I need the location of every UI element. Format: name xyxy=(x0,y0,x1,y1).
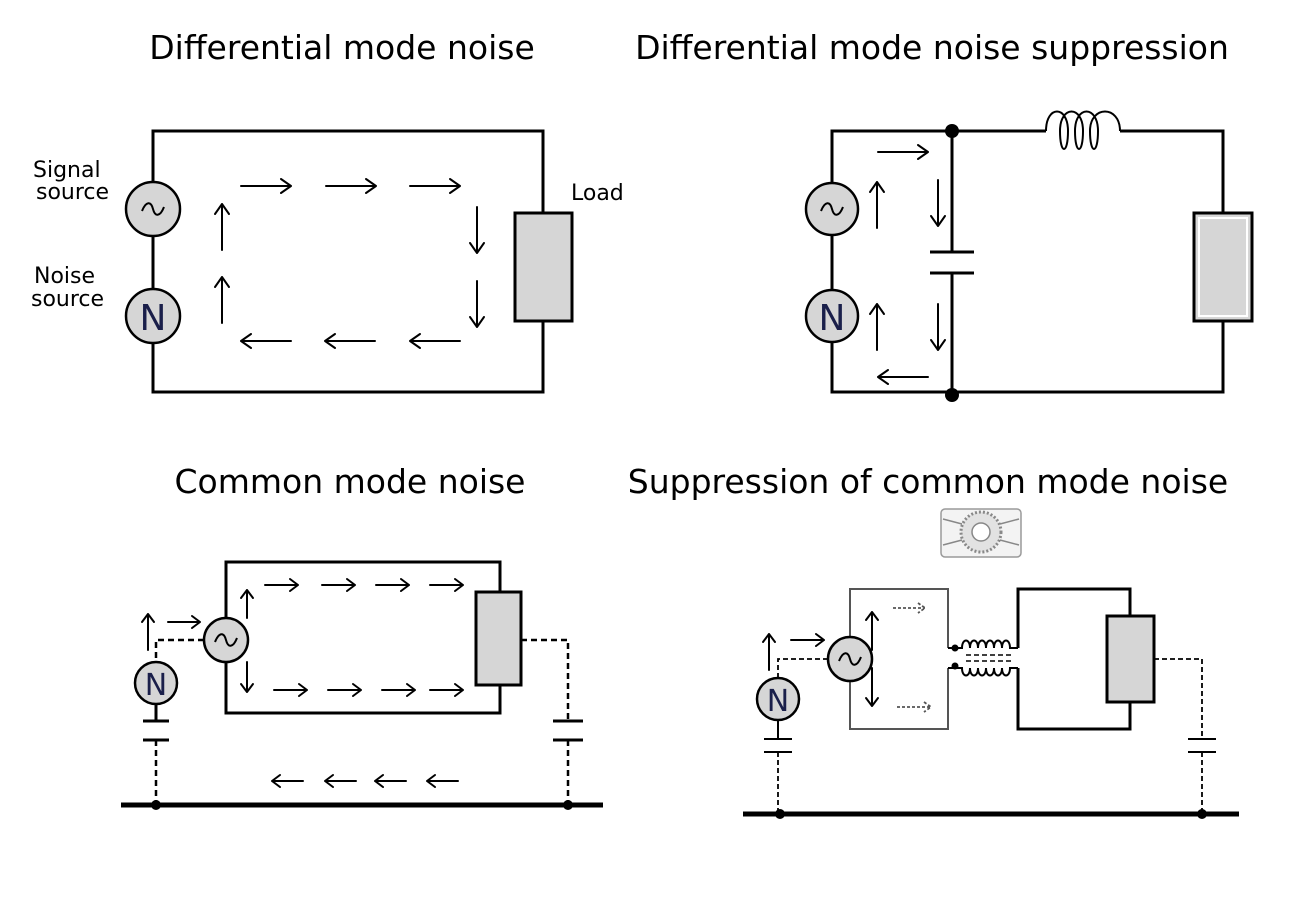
wire-top xyxy=(224,560,502,617)
wire-right-loop-top xyxy=(1016,587,1132,648)
panel-differential-mode-noise: N Signal source Noise source Load xyxy=(31,129,624,394)
current-arrows xyxy=(869,144,946,385)
load-label: Load xyxy=(571,181,624,206)
load-icon xyxy=(1105,614,1156,704)
panel-suppression-common-mode-noise: N xyxy=(743,508,1239,819)
noise-source-letter: N xyxy=(767,684,789,719)
wire-right-loop-bottom xyxy=(1016,668,1132,731)
panel-common-mode-noise: N xyxy=(121,560,603,810)
inductor-icon xyxy=(1045,110,1121,150)
noise-source-label-line2: source xyxy=(31,287,104,312)
wire-top xyxy=(151,129,545,213)
noise-source-icon xyxy=(133,660,179,706)
current-arrows xyxy=(141,578,464,788)
noise-source-icon xyxy=(124,287,182,345)
wire-left-loop-top xyxy=(849,588,949,648)
wire-bottom xyxy=(224,663,502,715)
wire-top-left xyxy=(830,129,1046,182)
noise-source-letter: N xyxy=(819,298,846,339)
signal-source-label-line2: source xyxy=(36,180,109,205)
junction-dot-bottom xyxy=(945,388,959,402)
stray-coupling-load xyxy=(521,638,570,720)
wire-left-loop-bottom xyxy=(849,668,949,730)
current-arrows xyxy=(214,178,485,349)
suppressed-current-arrow xyxy=(897,701,933,713)
current-arrows xyxy=(762,602,933,713)
choke-schematic xyxy=(948,639,1018,677)
common-mode-choke-icon xyxy=(940,508,1022,558)
stray-coupling-load xyxy=(1154,658,1203,738)
panel-differential-mode-noise-suppression: N xyxy=(804,110,1254,402)
load-icon xyxy=(1192,211,1254,323)
noise-source-icon xyxy=(755,676,801,722)
noise-source-letter: N xyxy=(140,298,167,339)
load-icon xyxy=(474,590,523,687)
junction-dot-top xyxy=(945,124,959,138)
title-differential-mode-noise-suppression: Differential mode noise suppression xyxy=(635,28,1229,67)
title-differential-mode-noise: Differential mode noise xyxy=(149,28,535,67)
title-suppression-common-mode-noise: Suppression of common mode noise xyxy=(628,462,1228,501)
noise-source-letter: N xyxy=(145,668,167,703)
noise-source-label: Noise xyxy=(34,264,95,289)
load-icon xyxy=(513,211,574,323)
wire-bottom xyxy=(830,321,1225,394)
noise-source-icon xyxy=(804,288,860,344)
title-common-mode-noise: Common mode noise xyxy=(175,462,526,501)
wire-bottom xyxy=(151,321,545,394)
stray-coupling-source xyxy=(154,638,204,662)
suppressed-current-arrow xyxy=(893,602,927,614)
wire-top-right xyxy=(1120,129,1225,213)
signal-source-label: Signal xyxy=(33,158,101,183)
stray-coupling-source xyxy=(777,658,828,678)
